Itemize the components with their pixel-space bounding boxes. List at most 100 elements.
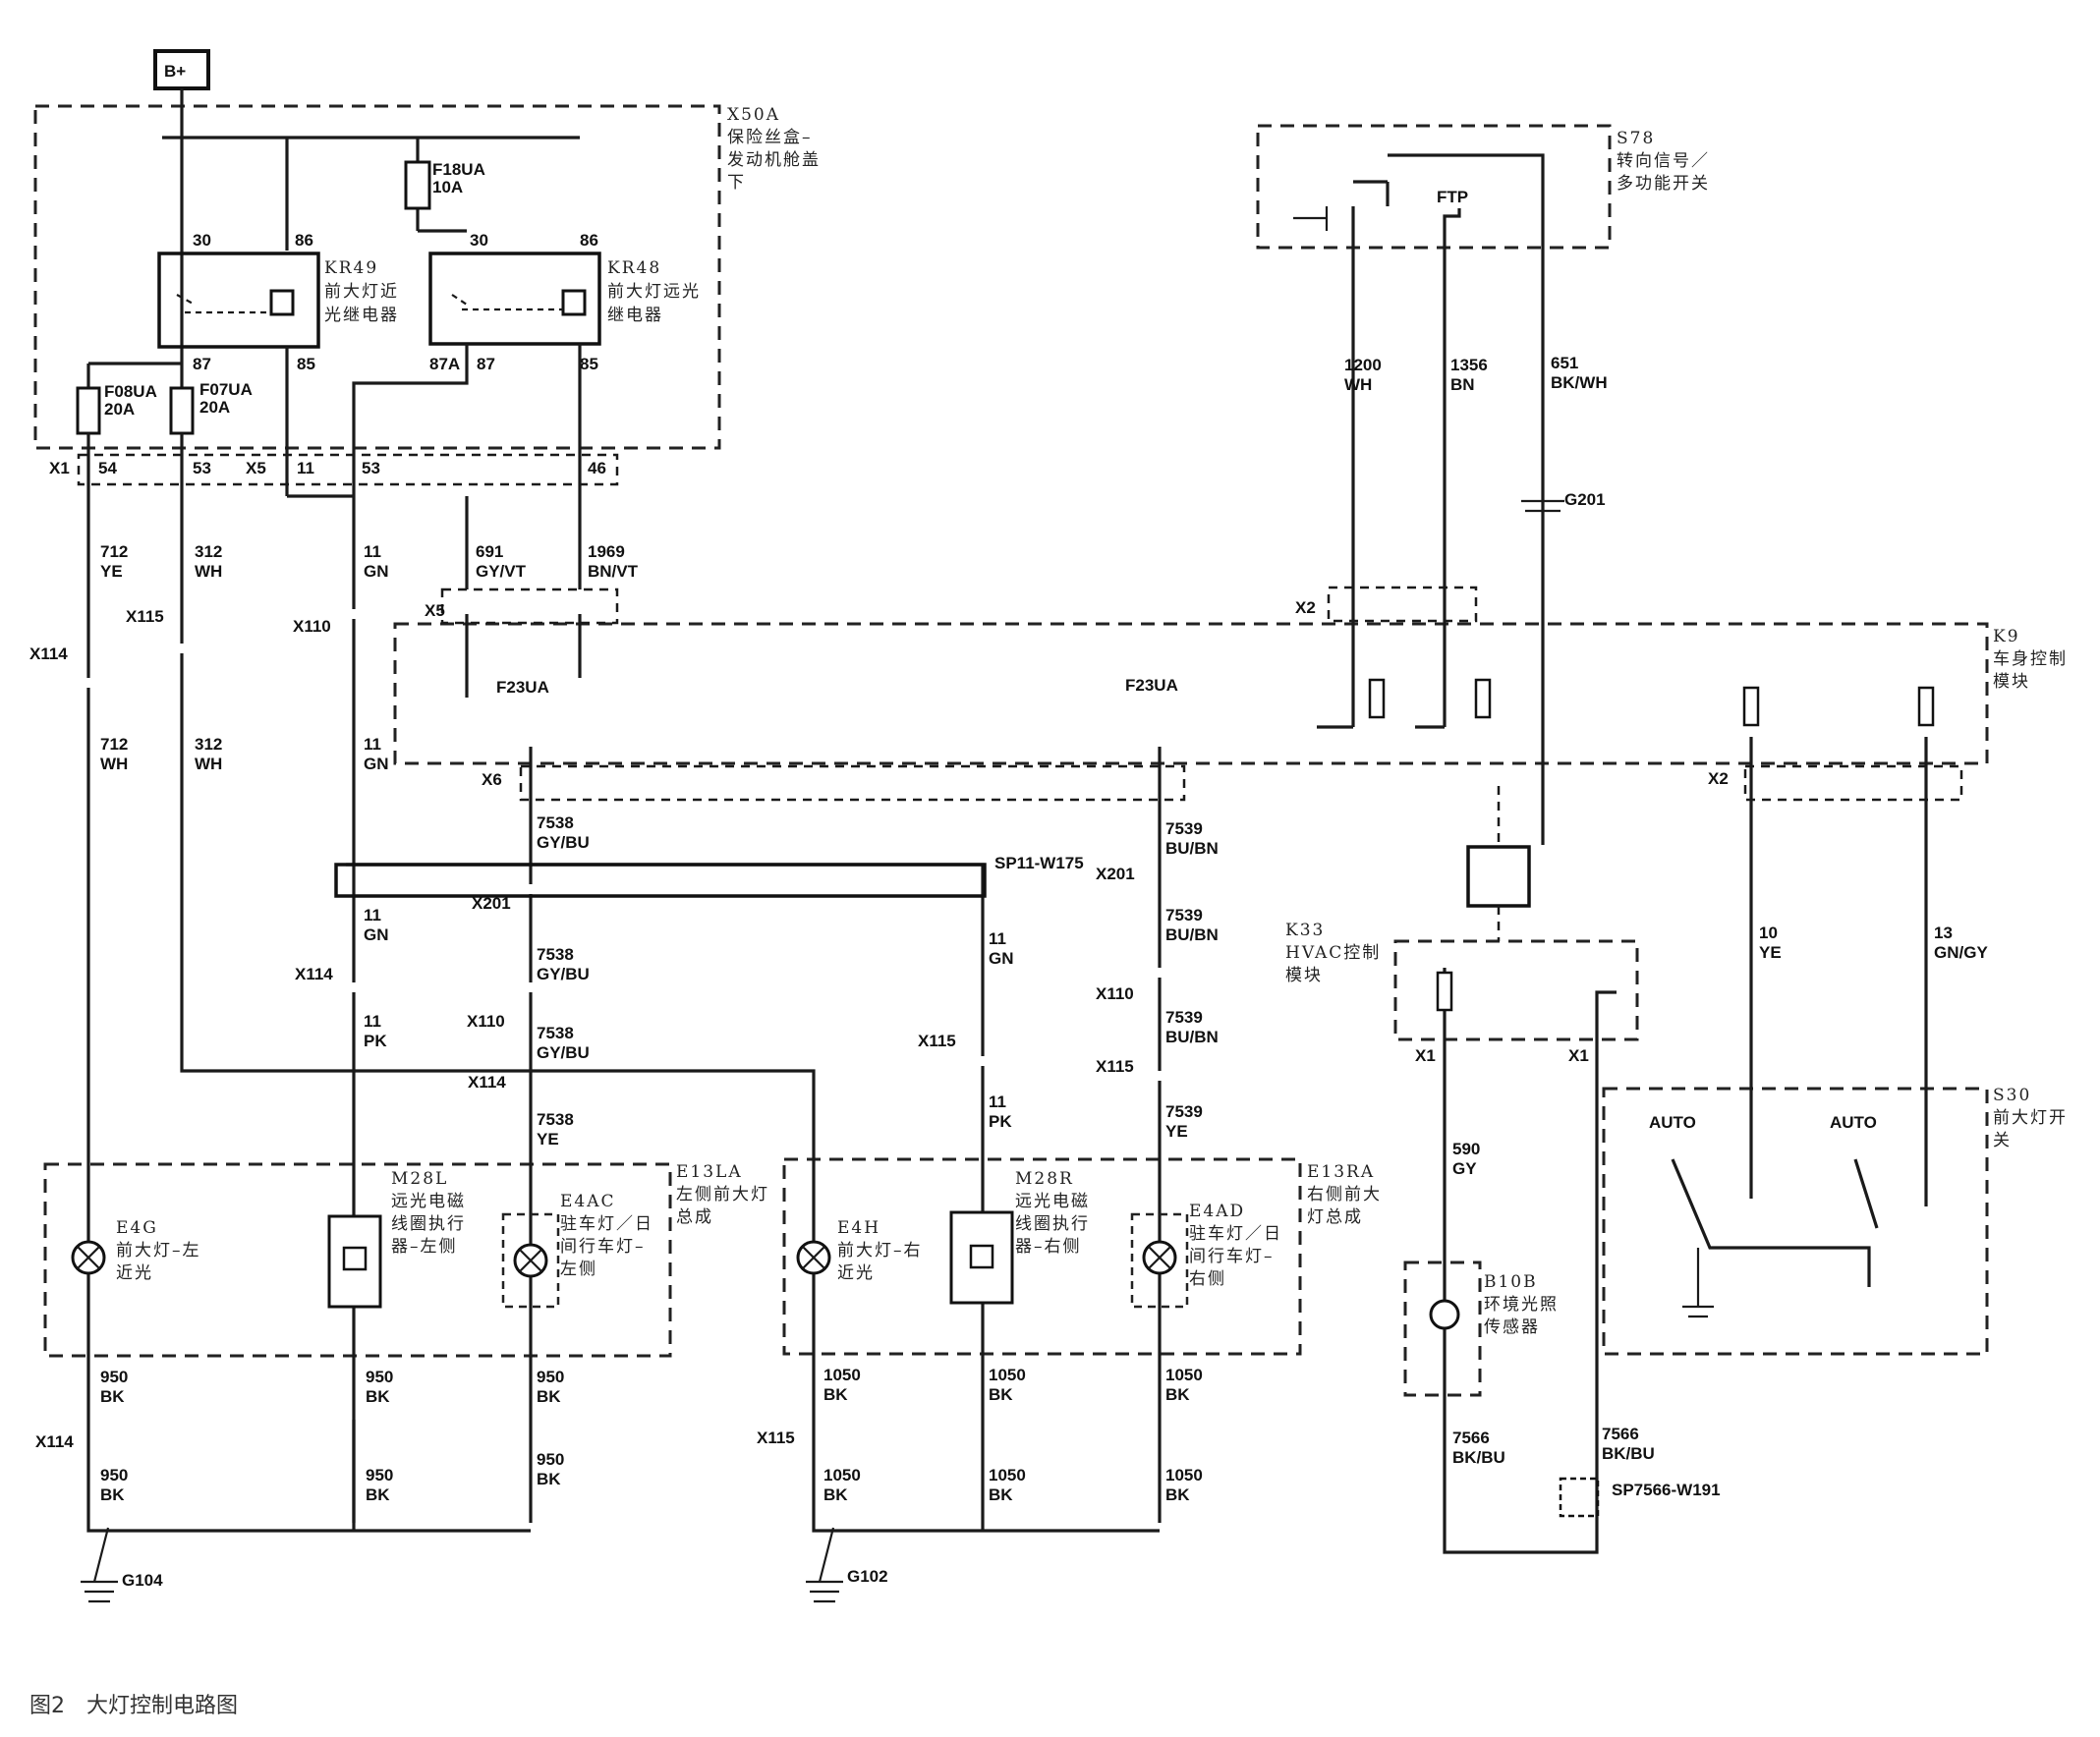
left-ground-bus bbox=[86, 1420, 531, 1533]
kr48-coil bbox=[561, 289, 587, 316]
f07ua-rating: 20A bbox=[199, 398, 230, 417]
kr48-name-2: 继电器 bbox=[607, 306, 663, 325]
g102-ground-symbol bbox=[806, 1527, 843, 1603]
e13la-name-1: 左侧前大灯 bbox=[676, 1185, 769, 1205]
s30-name-2: 关 bbox=[1993, 1131, 2012, 1150]
x1-pin-53: 53 bbox=[193, 459, 211, 477]
kr49-switch bbox=[176, 294, 271, 314]
m28r-actuator bbox=[949, 1210, 1014, 1305]
b10b-id: B10B bbox=[1484, 1272, 1538, 1292]
g104-ground-symbol bbox=[81, 1527, 118, 1603]
g201-ground-symbol bbox=[1521, 491, 1564, 513]
k33-x1-label: X1 bbox=[1415, 1046, 1436, 1065]
e13la-name-2: 总成 bbox=[676, 1207, 713, 1227]
x110-label-2: X110 bbox=[467, 1012, 505, 1031]
b10b-sensor-outline bbox=[1403, 1261, 1482, 1397]
f23ua-label-right: F23UA bbox=[1125, 676, 1178, 695]
e4ad-id: E4AD bbox=[1189, 1202, 1245, 1221]
e4ac-name-3: 左侧 bbox=[560, 1260, 597, 1279]
x6-connector-strip bbox=[519, 764, 1186, 802]
b10b-name-1: 环境光照 bbox=[1484, 1295, 1559, 1315]
f08ua-label: F08UA bbox=[104, 382, 157, 401]
f07-f08-feed bbox=[86, 359, 184, 388]
k33-name-2: 模块 bbox=[1285, 966, 1323, 985]
s30-name-1: 前大灯开 bbox=[1993, 1108, 2068, 1128]
s30-ground-symbol bbox=[1682, 1248, 1714, 1318]
x1-x5-connector-strip bbox=[77, 453, 619, 486]
x1-label: X1 bbox=[49, 459, 70, 477]
kr48-pin-87a: 87A bbox=[429, 355, 460, 373]
e13ra-name-1: 右侧前大 bbox=[1307, 1185, 1382, 1205]
e4ac-id: E4AC bbox=[560, 1192, 616, 1211]
s30-switch-contacts bbox=[1671, 1091, 1928, 1287]
m28r-name-3: 器–右侧 bbox=[1015, 1237, 1082, 1257]
e4ad-name-2: 间行车灯– bbox=[1189, 1247, 1275, 1266]
m28r-id: M28R bbox=[1015, 1169, 1074, 1189]
x115-label-1: X115 bbox=[126, 607, 164, 626]
kr49-id: KR49 bbox=[324, 258, 378, 278]
f18ua-rating: 10A bbox=[432, 178, 463, 196]
e4h-id: E4H bbox=[837, 1218, 880, 1238]
f18ua-fuse bbox=[404, 160, 431, 210]
k33-hvac-outline bbox=[1393, 939, 1639, 1041]
x1-pin-54: 54 bbox=[98, 459, 117, 477]
relay-output-wires bbox=[285, 344, 582, 550]
kr49-name-1: 前大灯近 bbox=[324, 282, 399, 302]
k9-input-wires bbox=[1317, 725, 1928, 1199]
x2-k9-connector-strip bbox=[1327, 586, 1478, 623]
m28r-name-1: 远光电磁 bbox=[1015, 1192, 1090, 1211]
s30-auto-label-1: AUTO bbox=[1649, 1113, 1696, 1132]
figure-title: 大灯控制电路图 bbox=[86, 1694, 239, 1718]
e4g-name-1: 前大灯–左 bbox=[116, 1241, 201, 1261]
b10b-photodiode-icon bbox=[1429, 1299, 1460, 1330]
e4g-name-2: 近光 bbox=[116, 1263, 153, 1283]
k33-sensor-wires bbox=[1443, 968, 1617, 1554]
kr48-pin-87: 87 bbox=[477, 355, 495, 373]
kr49-pin-87: 87 bbox=[193, 355, 211, 373]
k33-pullup-resistor bbox=[1436, 971, 1453, 1012]
fuse-box-bus bbox=[162, 136, 580, 359]
e4ac-name-2: 间行车灯– bbox=[560, 1237, 646, 1257]
e4ad-name-3: 右侧 bbox=[1189, 1269, 1226, 1289]
k33-name-1: HVAC控制 bbox=[1285, 943, 1381, 963]
x5-lower-connector-strip bbox=[440, 588, 619, 625]
kr49-pin-86: 86 bbox=[295, 231, 313, 250]
x115-label-2: X115 bbox=[918, 1032, 956, 1050]
x50a-fuse-box-outline bbox=[33, 104, 721, 450]
ftp-label: FTP bbox=[1437, 188, 1468, 206]
m28l-id: M28L bbox=[391, 1169, 448, 1189]
s78-highbeam-icon bbox=[1293, 206, 1329, 231]
x50a-name-line3: 下 bbox=[727, 173, 746, 193]
e4h-name-1: 前大灯–右 bbox=[837, 1241, 923, 1261]
g201-label: G201 bbox=[1564, 490, 1606, 509]
kr48-pin-30: 30 bbox=[470, 231, 488, 250]
kr49-coil bbox=[269, 289, 295, 316]
f07ua-label: F07UA bbox=[199, 380, 253, 399]
e13la-left-headlamp-outline bbox=[43, 1162, 672, 1358]
g104-label: G104 bbox=[122, 1571, 163, 1590]
x114-label-2: X114 bbox=[295, 965, 333, 983]
x2-lower-label: X2 bbox=[1708, 769, 1729, 788]
e13la-id: E13LA bbox=[676, 1162, 743, 1182]
kr49-pin-85: 85 bbox=[297, 355, 315, 373]
kr48-pin-85: 85 bbox=[580, 355, 598, 373]
